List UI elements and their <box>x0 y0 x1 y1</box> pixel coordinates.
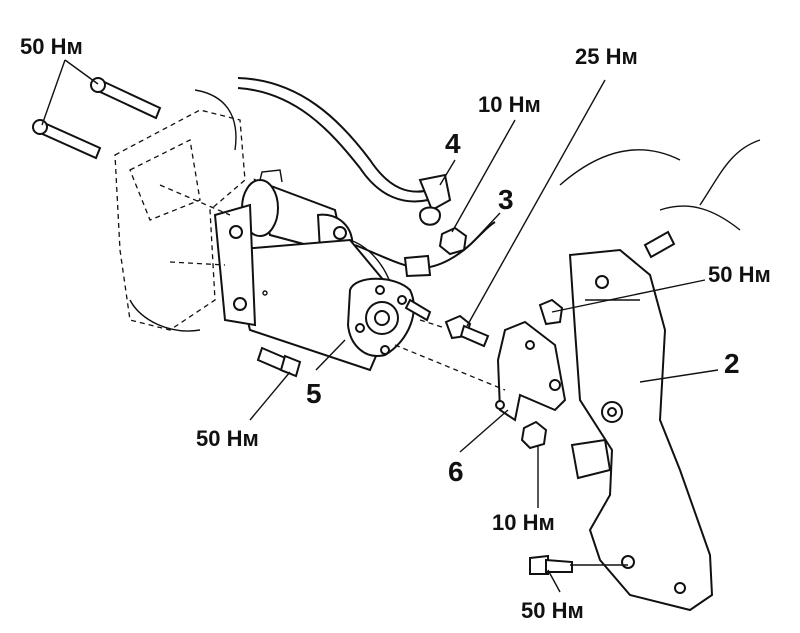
engine-outline-right <box>559 139 761 231</box>
part-number-cable: 4 <box>445 128 461 159</box>
torque-label-starter-lower-bolt: 50 Нм <box>196 426 259 451</box>
torque-label-terminal-nut: 10 Нм <box>478 92 541 117</box>
torque-label-bracket-bolt-upper: 50 Нм <box>708 262 771 287</box>
starter-upper-bolt <box>444 314 490 348</box>
terminal-nut <box>438 226 468 256</box>
cable-4 <box>237 77 452 226</box>
bracket-nut <box>520 420 548 450</box>
bracket-lower-bolt <box>529 554 573 575</box>
engine-bolts <box>32 77 162 160</box>
bracket-upper-bolt <box>538 298 564 326</box>
part-number-bracket: 2 <box>724 348 740 379</box>
support-plate-6 <box>495 320 567 422</box>
alignment-lines <box>159 184 506 391</box>
starter-lower-bolt <box>256 346 302 378</box>
part-number-wire-lead: 3 <box>498 184 514 215</box>
torque-label-bracket-bolt-lower: 50 Нм <box>521 598 584 623</box>
torque-label-bracket-nut: 10 Нм <box>492 510 555 535</box>
engine-block <box>114 89 246 332</box>
wire-lead-3 <box>354 221 496 278</box>
leader-lines <box>249 79 719 593</box>
bracket-2 <box>568 248 714 612</box>
starter-motor-5 <box>213 169 432 372</box>
part-number-starter: 5 <box>306 378 322 409</box>
torque-label-starter-bolt: 25 Нм <box>575 44 638 69</box>
engine-bolts-leader <box>41 59 99 126</box>
torque-label-engine-bolts: 50 Нм <box>20 34 83 59</box>
part-number-support-plate: 6 <box>448 456 464 487</box>
engine-stud <box>643 230 676 259</box>
